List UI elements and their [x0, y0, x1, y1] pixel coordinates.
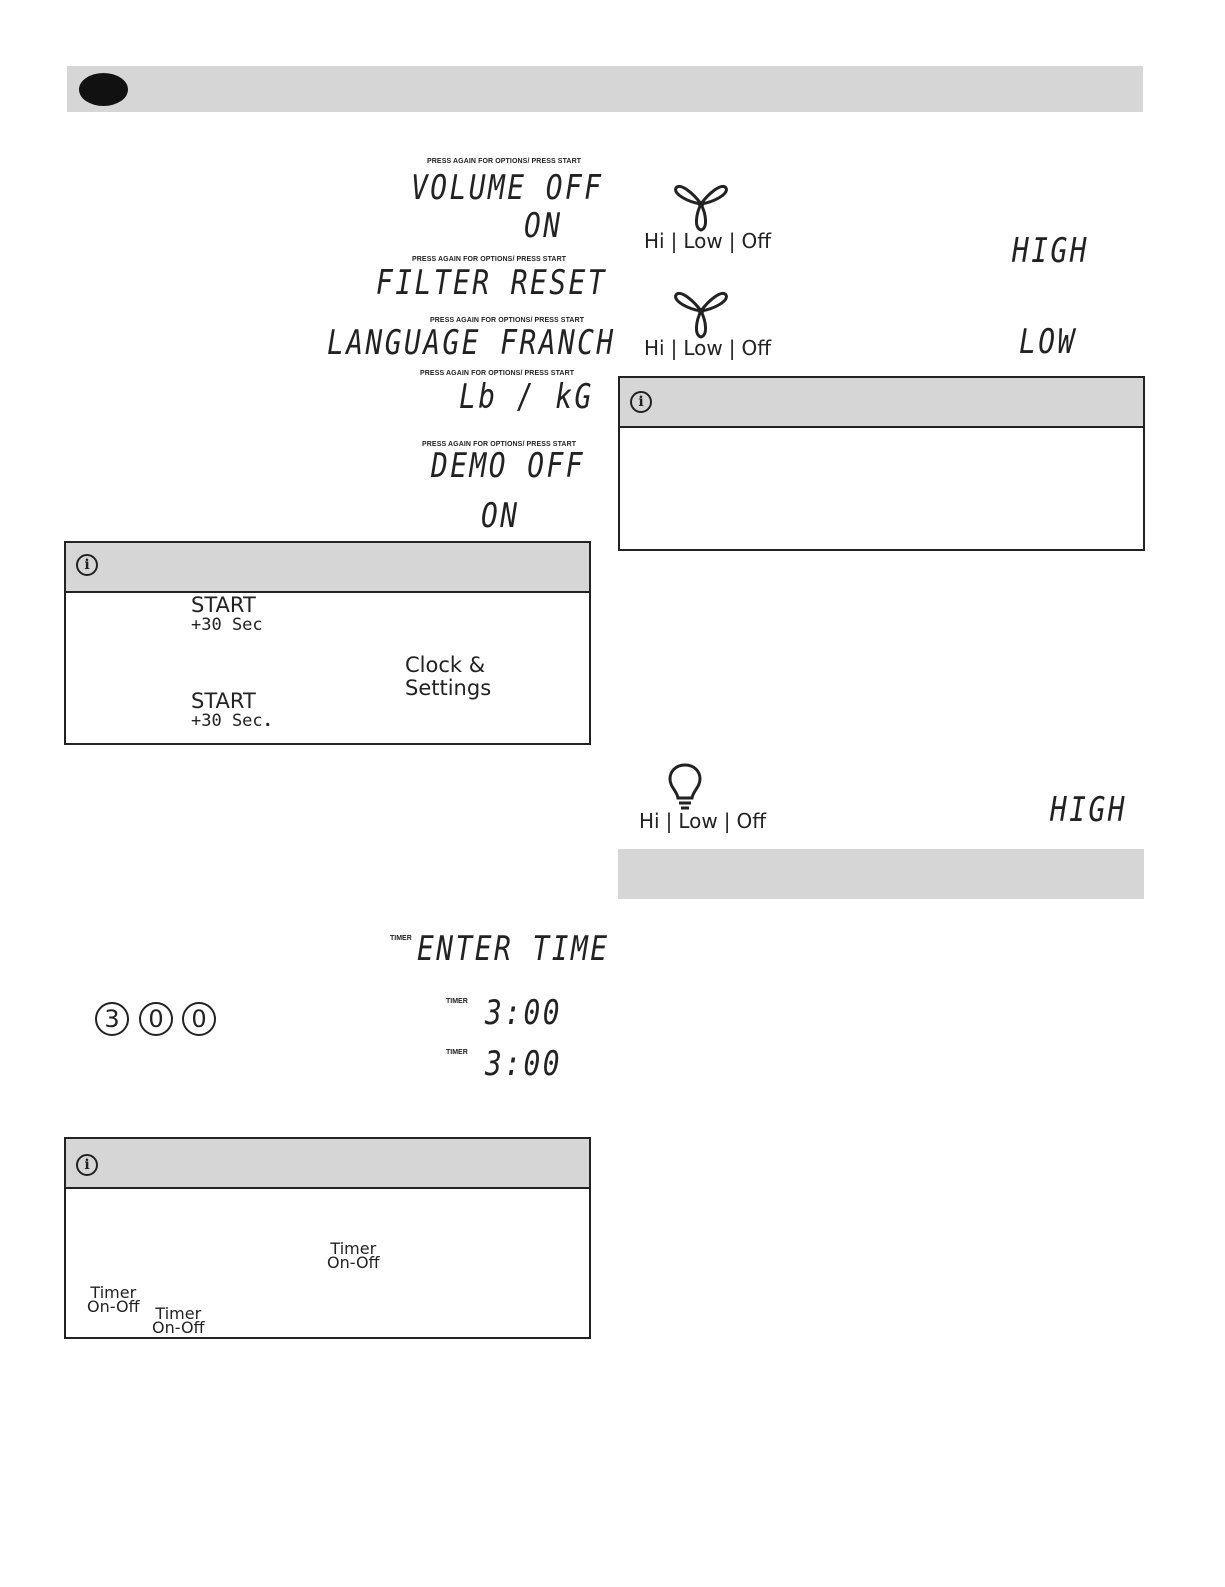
- fan-off-option: Off: [741, 229, 772, 253]
- display-light-high: HIGH: [1050, 790, 1127, 830]
- press-again-prompt: PRESS AGAIN FOR OPTIONS/ PRESS START: [430, 317, 585, 324]
- info-icon: i: [76, 554, 98, 576]
- plus-30-sec-text: +30 Sec: [191, 711, 263, 731]
- start-button-label: START: [191, 593, 256, 617]
- start-button-label: START: [191, 689, 256, 713]
- clock-settings-label-line1: Clock &: [405, 653, 486, 677]
- separator: |: [670, 336, 678, 360]
- fan-speed-selector: Hi|Low|Off: [644, 229, 771, 253]
- fan-speed-selector: Hi|Low|Off: [644, 336, 771, 360]
- press-again-prompt: PRESS AGAIN FOR OPTIONS/ PRESS START: [427, 158, 582, 165]
- number-button-0: 0: [139, 1002, 173, 1036]
- display-enter-time: ENTER TIME: [417, 929, 610, 969]
- press-again-prompt: PRESS AGAIN FOR OPTIONS/ PRESS START: [412, 256, 567, 263]
- period-mark: .: [262, 711, 273, 731]
- separator: |: [670, 229, 678, 253]
- display-timer-value: 3:00: [485, 1044, 562, 1084]
- fan-icon: [674, 292, 728, 339]
- timer-on-off-label: Timer On-Off: [327, 1239, 380, 1272]
- display-demo-on: ON: [481, 496, 520, 536]
- display-weight-unit: Lb / kG: [459, 377, 594, 417]
- timer-label-line2: On-Off: [152, 1317, 205, 1337]
- display-volume-on: ON: [524, 206, 563, 246]
- light-low-option: Low: [678, 809, 718, 833]
- info-note-header: [620, 378, 1143, 428]
- clock-settings-label-line2: Settings: [405, 676, 492, 700]
- light-bulb-icon: [668, 763, 702, 810]
- timer-label-line1: Timer: [155, 1304, 202, 1323]
- separator: |: [728, 336, 736, 360]
- display-fan-high: HIGH: [1012, 231, 1089, 271]
- separator: |: [665, 809, 673, 833]
- plus-30-sec-label: +30 Sec.: [191, 713, 273, 730]
- plus-30-sec-label: +30 Sec: [191, 615, 263, 635]
- info-note-header: [66, 1139, 589, 1189]
- info-note-box: i START +30 Sec Clock & Settings START +…: [64, 541, 591, 745]
- timer-on-off-label: Timer On-Off: [87, 1283, 140, 1316]
- number-button-3: 3: [95, 1002, 129, 1036]
- fan-hi-option: Hi: [644, 229, 665, 253]
- fan-icon: [674, 185, 728, 232]
- display-filter-reset: FILTER RESET: [376, 263, 607, 303]
- separator: |: [728, 229, 736, 253]
- timer-label-line1: Timer: [90, 1283, 137, 1302]
- timer-indicator: TIMER: [446, 998, 468, 1005]
- section-header-bar: [67, 66, 1143, 112]
- light-level-selector: Hi|Low|Off: [639, 809, 766, 833]
- display-timer-value: 3:00: [485, 993, 562, 1033]
- fan-low-option: Low: [683, 336, 723, 360]
- display-fan-low: LOW: [1019, 322, 1077, 362]
- timer-label-line2: On-Off: [327, 1252, 380, 1272]
- fan-off-option: Off: [741, 336, 772, 360]
- timer-indicator: TIMER: [390, 935, 412, 942]
- timer-label-line2: On-Off: [87, 1296, 140, 1316]
- light-off-option: Off: [736, 809, 767, 833]
- language-tab-marker: [79, 73, 128, 106]
- display-language: LANGUAGE FRANCH: [327, 323, 616, 363]
- info-note-header: [66, 543, 589, 593]
- timer-label-line1: Timer: [330, 1239, 377, 1258]
- number-button-0: 0: [182, 1002, 216, 1036]
- timer-on-off-label: Timer On-Off: [152, 1304, 205, 1337]
- info-icon: i: [76, 1154, 98, 1176]
- fan-hi-option: Hi: [644, 336, 665, 360]
- info-note-box: i Timer On-Off Timer On-Off Timer On-Off: [64, 1137, 591, 1339]
- info-note-box: i: [618, 376, 1145, 551]
- separator: |: [723, 809, 731, 833]
- timer-indicator: TIMER: [446, 1049, 468, 1056]
- press-again-prompt: PRESS AGAIN FOR OPTIONS/ PRESS START: [420, 370, 575, 377]
- section-header-bar: [618, 849, 1144, 899]
- light-hi-option: Hi: [639, 809, 660, 833]
- display-volume: VOLUME OFF: [411, 168, 604, 208]
- fan-low-option: Low: [683, 229, 723, 253]
- press-again-prompt: PRESS AGAIN FOR OPTIONS/ PRESS START: [422, 441, 577, 448]
- display-demo: DEMO OFF: [431, 446, 585, 486]
- info-icon: i: [630, 391, 652, 413]
